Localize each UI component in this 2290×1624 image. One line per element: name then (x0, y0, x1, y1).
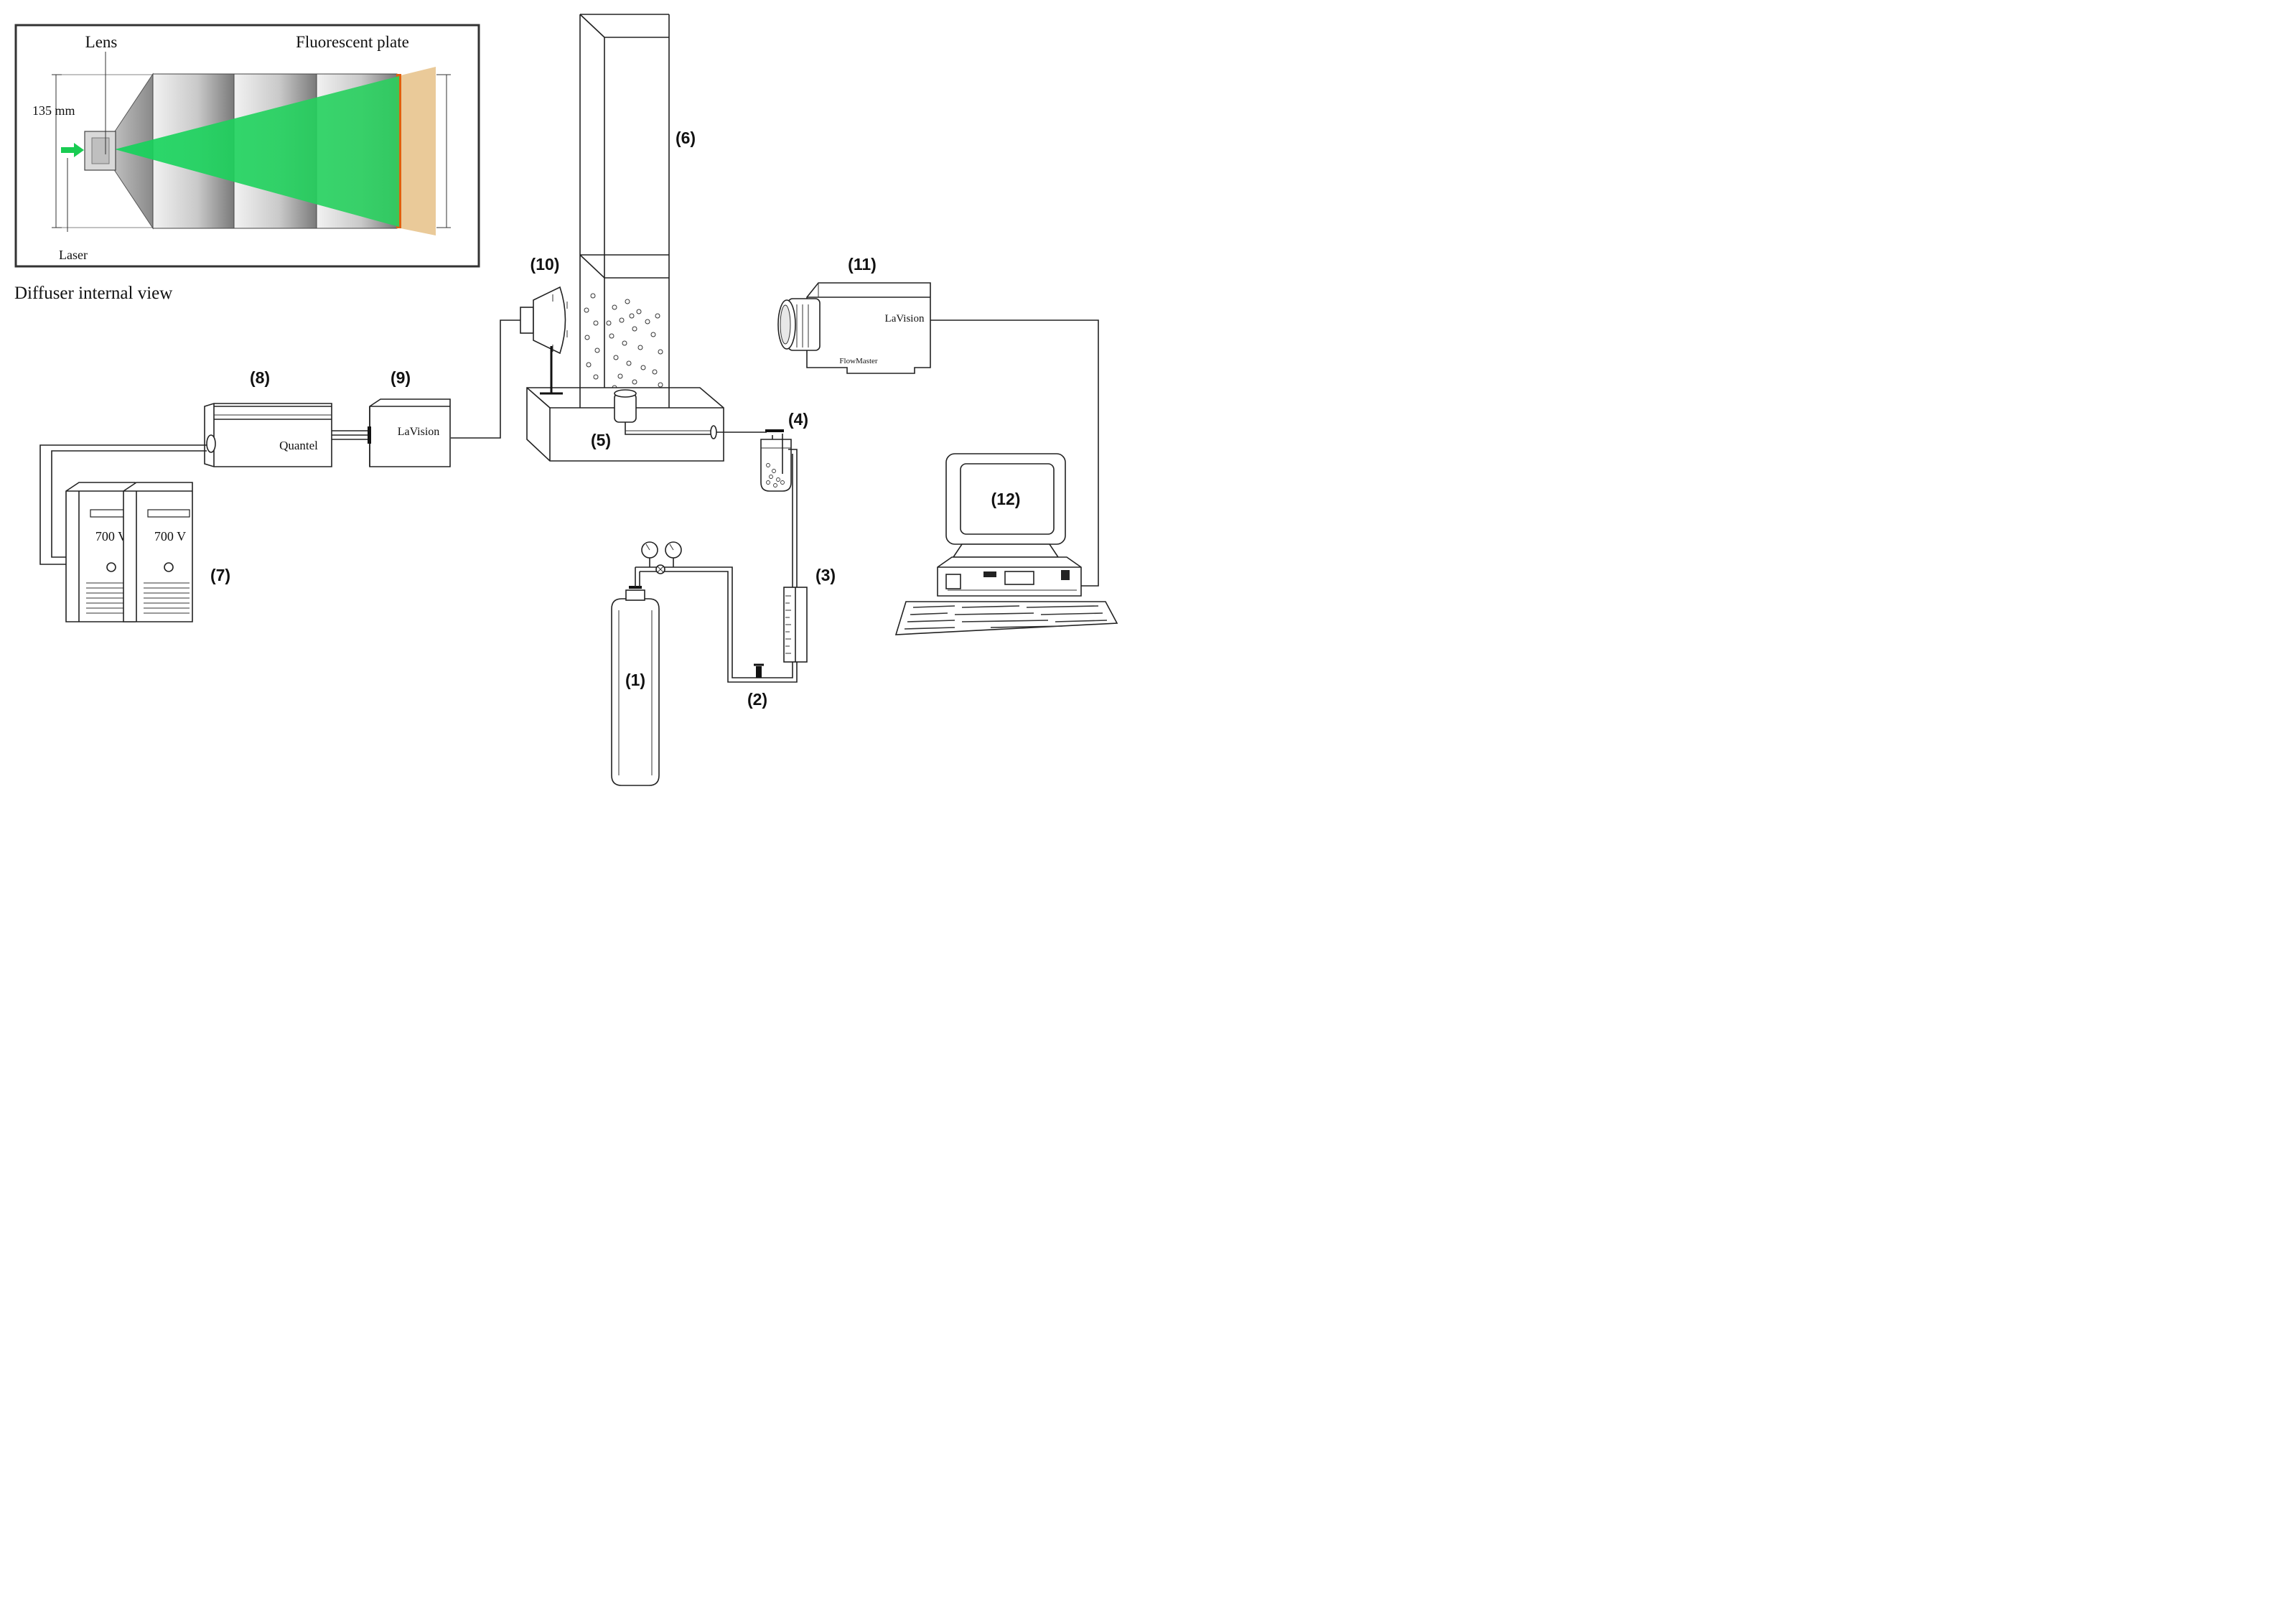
label-10: (10) (531, 255, 560, 274)
label-7: (7) (210, 566, 230, 584)
bubble-column: (6) (579, 14, 696, 408)
laser-brand: Quantel (279, 439, 318, 452)
sync-brand: LaVision (398, 426, 440, 438)
gas-diffuser (614, 393, 637, 423)
label-1: (1) (625, 671, 645, 689)
computer: (12) (894, 453, 1118, 635)
psu-cable-inner (51, 450, 207, 558)
monitor-screen (960, 463, 1055, 535)
label-11: (11) (848, 255, 877, 274)
label-12: (12) (991, 490, 1021, 508)
label-3: (3) (815, 566, 836, 584)
lens-label: Lens (85, 33, 118, 51)
keyboard (894, 601, 1118, 635)
pressure-regulator (641, 541, 682, 574)
laser-arrow (61, 143, 84, 157)
fluorescent-plate-panel (401, 67, 436, 235)
ccd-camera: LaVision FlowMaster (11) (777, 255, 1099, 587)
gas-cylinder: (1) (611, 566, 675, 786)
psu-left-label: 700 V (95, 529, 127, 543)
camera-brand: LaVision (885, 313, 925, 325)
label-5: (5) (591, 431, 611, 449)
psu-cable-outer (39, 444, 207, 565)
optics-cable (451, 319, 520, 439)
label-9: (9) (391, 368, 411, 387)
base-tank: (5) (526, 387, 767, 462)
psu-right-label: 700 V (154, 529, 186, 543)
needle-valve: (2) (747, 663, 767, 709)
psu-left: 700 V (65, 482, 136, 622)
label-2: (2) (747, 690, 767, 709)
dimension-label: 135 mm (32, 103, 75, 118)
camera-model: FlowMaster (839, 357, 878, 365)
gas-supply-line (675, 449, 798, 683)
power-supplies: 700 V 700 V (7) (39, 444, 230, 622)
label-6: (6) (676, 129, 696, 147)
light-sheet-optics: (10) (451, 255, 568, 439)
laser-head: Quantel (8) (204, 368, 371, 467)
fluorescent-plate-label: Fluorescent plate (296, 33, 409, 51)
lens (91, 137, 110, 164)
bubbles (584, 293, 663, 399)
laser-label: Laser (59, 248, 88, 262)
diffuser-inset: Lens Fluorescent plate 135 mm Laser (14, 24, 480, 268)
synchronizer-box: LaVision (9) (369, 368, 451, 467)
experimental-setup-diagram: Lens Fluorescent plate 135 mm Laser Diff… (0, 0, 1126, 797)
rotameter: (3) (783, 566, 836, 663)
camera-cable (930, 319, 1099, 587)
humidifier-bottle: (4) (760, 410, 808, 492)
label-4: (4) (788, 410, 808, 429)
label-8: (8) (250, 368, 270, 387)
inset-caption: Diffuser internal view (14, 284, 172, 303)
psu-right: 700 V (123, 482, 193, 622)
gas-inlet-pipe (625, 422, 711, 435)
laser-beam-cone (115, 76, 399, 227)
